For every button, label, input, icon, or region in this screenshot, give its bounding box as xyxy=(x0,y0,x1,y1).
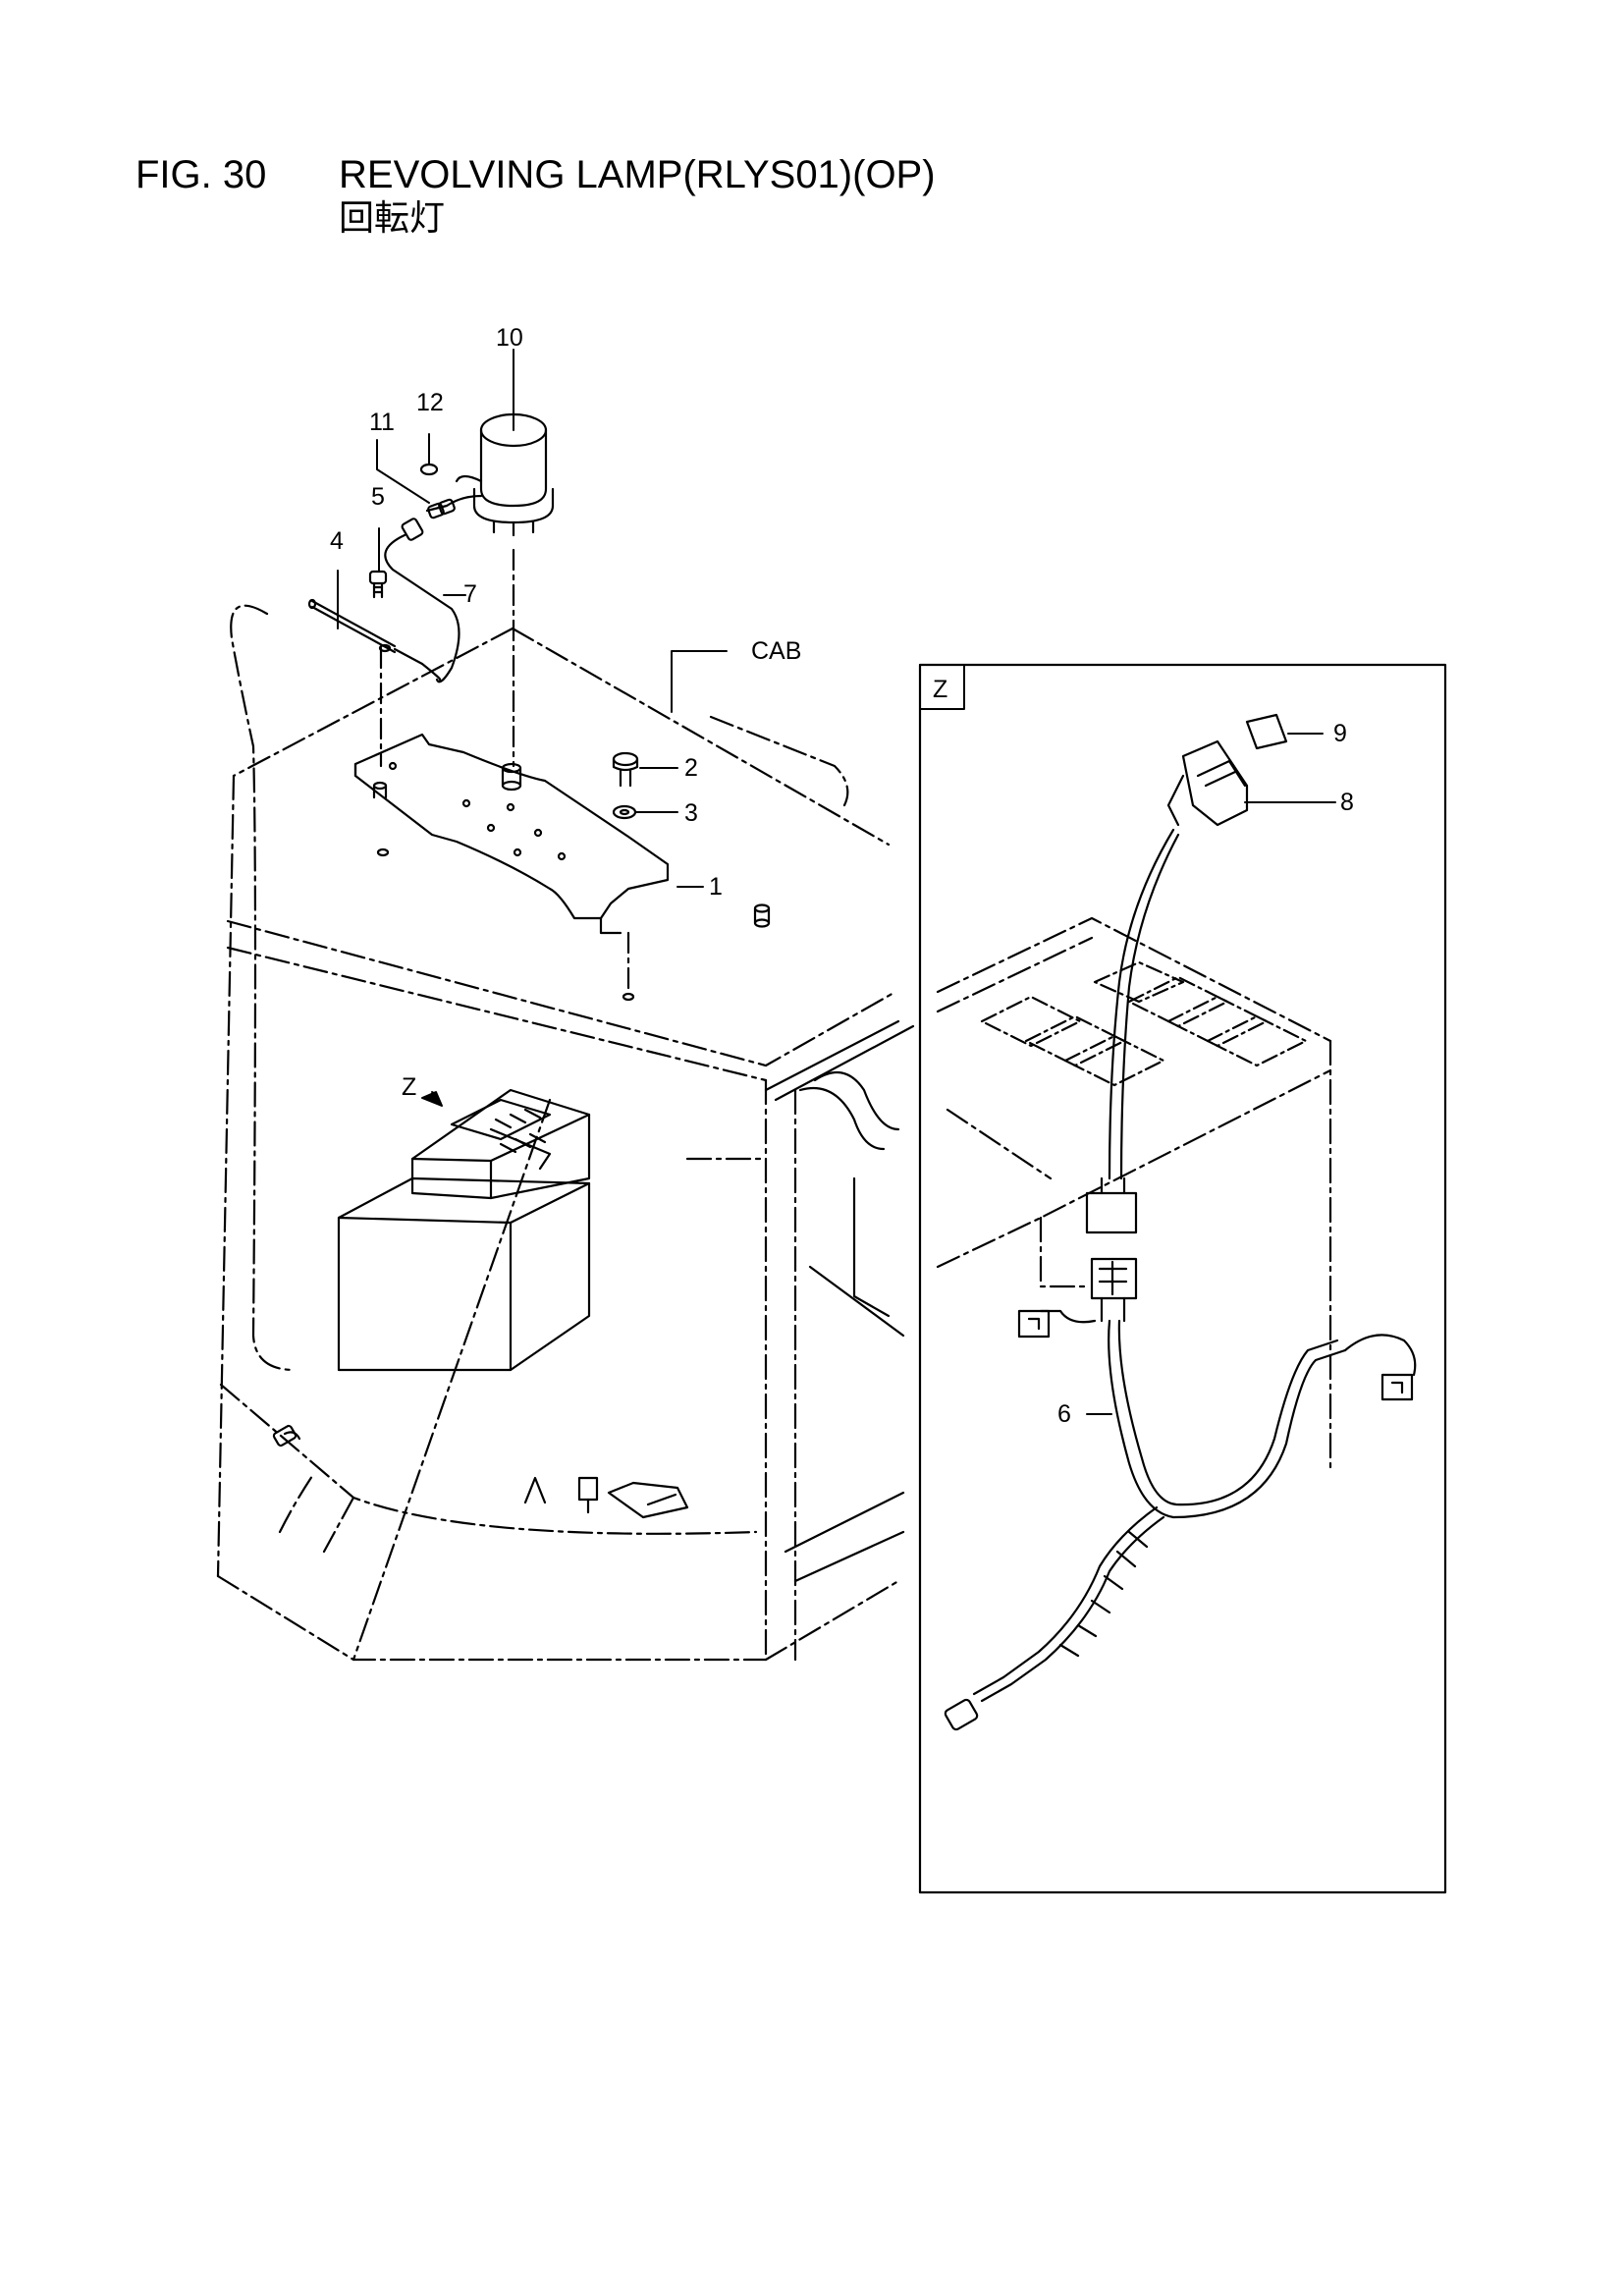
revolving-lamp-part-10 xyxy=(425,412,555,537)
view-z-arrow xyxy=(421,1091,443,1107)
washer-part-12 xyxy=(419,463,439,476)
bracket-part-1 xyxy=(353,733,670,935)
label-plate-part-9 xyxy=(1245,713,1288,750)
view-z-label: Z xyxy=(402,1073,416,1101)
bolt-part-2 xyxy=(612,751,639,788)
callout-8: 8 xyxy=(1340,789,1354,816)
callout-10: 10 xyxy=(496,324,523,352)
detail-panel xyxy=(936,916,1332,1475)
callout-6: 6 xyxy=(1057,1400,1071,1428)
callout-9: 9 xyxy=(1333,720,1347,747)
detail-tag-z: Z xyxy=(933,676,947,703)
rod-part-4 xyxy=(307,598,424,666)
mount-nuts xyxy=(372,762,771,1002)
connector-part-11 xyxy=(427,498,456,519)
callout-4: 4 xyxy=(330,527,344,555)
washer-part-3 xyxy=(612,804,637,820)
detail-frame xyxy=(918,663,1447,1894)
callout-7: 7 xyxy=(463,580,477,608)
callout-11: 11 xyxy=(369,409,395,436)
rear-panel xyxy=(764,1019,915,1583)
bolt-part-5 xyxy=(368,570,388,599)
wire-part-7 xyxy=(384,518,460,683)
figure-number: FIG. 30 xyxy=(135,153,267,196)
console-box xyxy=(337,1088,591,1372)
switch-part-8 xyxy=(1166,739,1249,827)
detail-switch-grid xyxy=(980,960,1308,1087)
floor-fittings xyxy=(272,1424,689,1519)
callout-cab: CAB xyxy=(751,637,801,665)
callout-5: 5 xyxy=(371,483,385,511)
callout-12: 12 xyxy=(416,389,444,416)
callout-1: 1 xyxy=(709,873,723,901)
cab-leader xyxy=(671,650,728,713)
cab-outline xyxy=(216,604,900,1662)
detail-tag-box xyxy=(919,664,965,710)
callout-3: 3 xyxy=(684,799,698,827)
figure-subtitle: 回転灯 xyxy=(339,197,446,238)
harness-part-6 xyxy=(944,828,1417,1731)
figure-title: REVOLVING LAMP(RLYS01)(OP) xyxy=(339,153,936,196)
callout-leaders xyxy=(337,349,1336,1415)
callout-2: 2 xyxy=(684,754,698,782)
